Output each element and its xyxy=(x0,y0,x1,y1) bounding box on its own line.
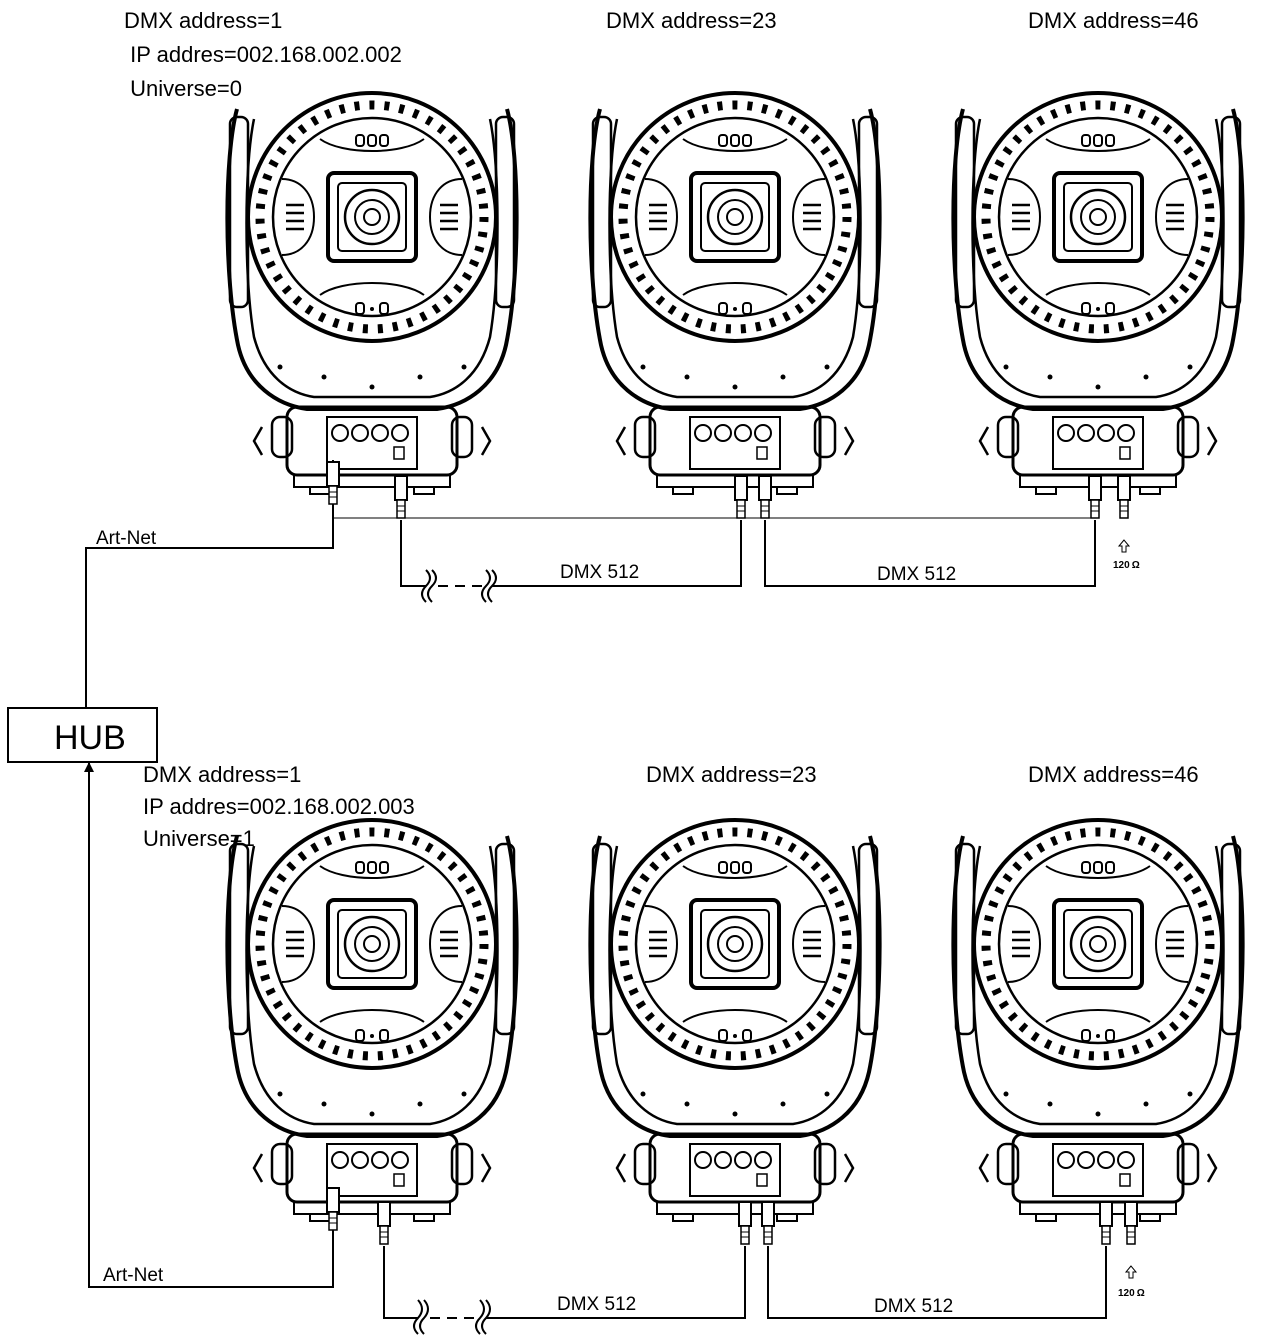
cable-break-icon xyxy=(481,569,497,603)
dmx-cable-1 xyxy=(400,520,426,587)
fixture-1-2: DMX address=23 xyxy=(590,8,879,494)
fixture-ip: IP addres=002.168.002.002 xyxy=(124,42,402,67)
fixture-2-3-label: DMX address=46 xyxy=(1028,762,1199,787)
xlr-plug-icon xyxy=(761,1201,775,1245)
xlr-plug-icon xyxy=(734,475,748,519)
fixture-universe: Universe=0 xyxy=(124,76,242,101)
terminator-plug-icon xyxy=(1117,475,1131,519)
fixture-ip: IP addres=002.168.002.003 xyxy=(143,794,415,819)
xlr-plug-icon xyxy=(738,1201,752,1245)
ethernet-plug-icon xyxy=(326,461,340,505)
dmx-label-2: DMX 512 xyxy=(877,564,956,585)
fixture-2-1-label: DMX address=1 IP addres=002.168.002.003 … xyxy=(143,762,421,851)
fixture-1-3-label: DMX address=46 xyxy=(1028,8,1199,33)
fixture-1-3: DMX address=46 xyxy=(953,8,1242,494)
hub-input-arrow-icon xyxy=(84,762,94,772)
xlr-plug-icon xyxy=(758,475,772,519)
artnet-label: Art-Net xyxy=(103,1265,164,1286)
artnet-label: Art-Net xyxy=(96,528,157,549)
fixture-1-2-label: DMX address=23 xyxy=(606,8,777,33)
dmx-label-2: DMX 512 xyxy=(874,1296,953,1317)
row-2: DMX address=1 IP addres=002.168.002.003 … xyxy=(103,762,1243,1335)
fixture-universe: Universe=1 xyxy=(143,826,255,851)
fixture-1-1-label: DMX address=1 IP addres=002.168.002.002 … xyxy=(124,8,408,101)
moving-head-fixture-icon xyxy=(590,93,879,494)
dmx-label-1: DMX 512 xyxy=(557,1294,636,1315)
hub-label: HUB xyxy=(54,719,126,757)
fixture-2-3: DMX address=46 xyxy=(953,762,1242,1221)
xlr-plug-icon xyxy=(1088,475,1102,519)
fixture-1-1: DMX address=1 IP addres=002.168.002.002 … xyxy=(124,8,517,494)
xlr-plug-icon xyxy=(377,1201,391,1245)
xlr-plug-icon xyxy=(1099,1201,1113,1245)
fixture-address: DMX address=1 xyxy=(124,8,282,33)
cable-break-icon xyxy=(421,569,437,603)
moving-head-fixture-icon xyxy=(953,93,1242,494)
moving-head-fixture-icon xyxy=(953,820,1242,1221)
moving-head-fixture-icon xyxy=(227,820,516,1221)
ethernet-plug-icon xyxy=(326,1187,340,1231)
dmx-cable-2 xyxy=(767,1246,1107,1319)
terminator-plug-icon xyxy=(1124,1201,1138,1245)
dmx-cable-1 xyxy=(383,1246,418,1319)
cable-break-icon xyxy=(413,1299,429,1335)
moving-head-fixture-icon xyxy=(590,820,879,1221)
dmx-cable-2 xyxy=(764,520,1096,587)
fixture-address: DMX address=1 xyxy=(143,762,301,787)
up-arrow-icon xyxy=(1117,539,1131,553)
cable-break-icon xyxy=(475,1299,491,1335)
dmx-cable-1b xyxy=(492,520,742,587)
moving-head-fixture-icon xyxy=(227,93,516,494)
dmx-cable-1b xyxy=(486,1246,746,1319)
dmx-label-1: DMX 512 xyxy=(560,562,639,583)
fixture-2-1: DMX address=1 IP addres=002.168.002.003 … xyxy=(143,762,517,1221)
hub-to-row1-artnet-cable xyxy=(85,460,334,708)
hub-to-row2-artnet-cable xyxy=(88,762,334,1288)
fixture-2-2: DMX address=23 xyxy=(590,762,879,1221)
xlr-plug-icon xyxy=(394,475,408,519)
up-arrow-icon xyxy=(1124,1265,1138,1279)
hub-box xyxy=(7,707,158,763)
row-1: DMX address=1 IP addres=002.168.002.002 … xyxy=(96,8,1243,603)
fixture-2-2-label: DMX address=23 xyxy=(646,762,817,787)
